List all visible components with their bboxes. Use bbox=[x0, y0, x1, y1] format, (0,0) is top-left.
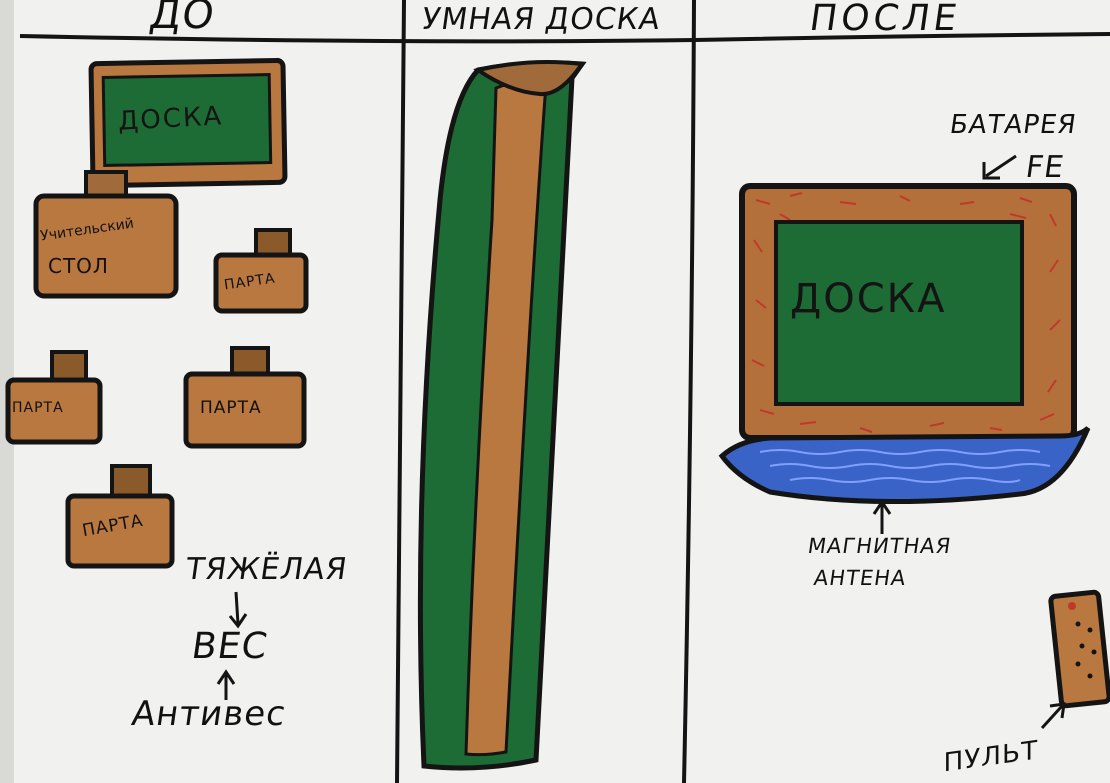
teacher-desk bbox=[36, 196, 176, 296]
antiweight-label: Антивес bbox=[129, 694, 289, 734]
fe-label: FE bbox=[1024, 150, 1067, 185]
header-before: ДО bbox=[147, 0, 218, 38]
desk-3-label: Парта bbox=[200, 398, 262, 418]
before-board-label: Доска bbox=[117, 101, 224, 136]
heavy-label: Тяжёлая bbox=[184, 552, 350, 587]
battery-label: Батарея bbox=[948, 110, 1079, 140]
remote-button-red bbox=[1068, 602, 1076, 610]
after-board-label: Доска bbox=[790, 276, 946, 322]
header-after: После bbox=[807, 0, 963, 39]
magnetic-label-line2: Антена bbox=[812, 566, 908, 590]
weight-label: Вес bbox=[189, 626, 270, 667]
teacher-desk-label-line2: Стол bbox=[48, 254, 109, 278]
header-smart-board: Умная Доска bbox=[420, 2, 663, 37]
magnetic-label-line1: Магнитная bbox=[806, 534, 953, 558]
desk-2-label: Парта bbox=[12, 400, 64, 416]
remote-control bbox=[1050, 592, 1109, 706]
